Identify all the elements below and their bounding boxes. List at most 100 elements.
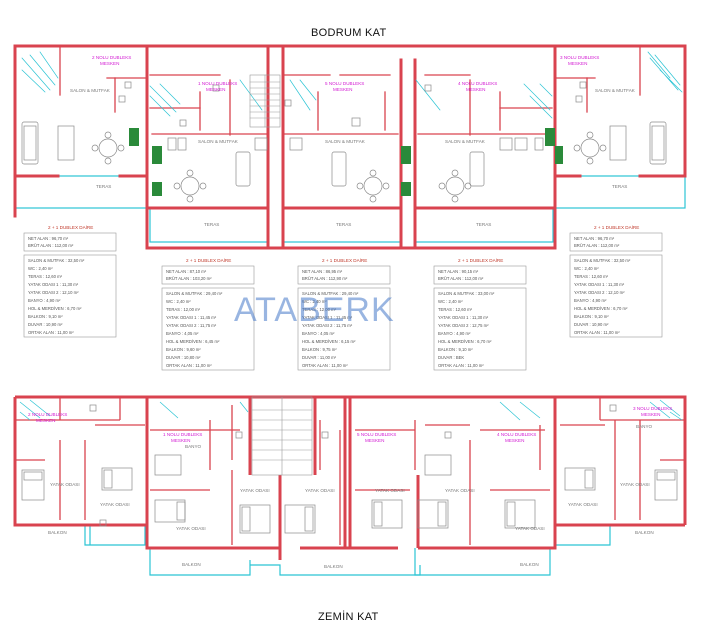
unit-label: MESKEN [171, 438, 190, 443]
room-label: SALON & MUTFAK [445, 139, 486, 144]
svg-text:2 + 1 DUBLEX DAİRE: 2 + 1 DUBLEX DAİRE [186, 257, 231, 263]
room-label: TERAS [96, 184, 111, 189]
basement-stairs [21, 51, 683, 119]
basement-floor-title: BODRUM KAT [311, 27, 387, 39]
svg-text:YATAK ODASI 2 : 12,10 m²: YATAK ODASI 2 : 12,10 m² [28, 290, 79, 295]
unit-label: MESKEN [36, 418, 55, 423]
room-label: YATAK ODASI [515, 526, 545, 531]
svg-text:YATAK ODASI 1 : 11,45 m²: YATAK ODASI 1 : 11,45 m² [302, 315, 353, 320]
svg-text:HOL & MERDİVEN : 6,70 m²: HOL & MERDİVEN : 6,70 m² [574, 306, 628, 311]
svg-text:YATAK ODASI 1 : 11,30 m²: YATAK ODASI 1 : 11,30 m² [438, 315, 489, 320]
area-table-4: 2 + 1 DUBLEX DAİRE NET ALAN : 90,15 m² B… [433, 257, 527, 371]
svg-text:SALON & MUTFAK : 32,50 m²: SALON & MUTFAK : 32,50 m² [28, 258, 85, 263]
unit-label: 1 NOLU DUBLEKS [198, 81, 237, 86]
svg-text:YATAK ODASI 2 : 12,75 m²: YATAK ODASI 2 : 12,75 m² [438, 323, 489, 328]
svg-text:BRÜT ALAN : 112,90 m²: BRÜT ALAN : 112,90 m² [302, 276, 348, 281]
room-label: TERAS [612, 184, 627, 189]
svg-text:DUVAR : 10,90 m²: DUVAR : 10,90 m² [28, 322, 63, 327]
room-label: YATAK ODASI [50, 482, 80, 487]
ground-walls [13, 395, 687, 560]
svg-text:BALKON : 9,60 m²: BALKON : 9,60 m² [166, 347, 201, 352]
area-table-3: 2 + 1 DUBLEX DAİRE NET ALAN : 86,95 m² B… [297, 257, 391, 371]
svg-text:BANYO : 4,05 m²: BANYO : 4,05 m² [302, 331, 335, 336]
svg-text:YATAK ODASI 2 : 11,75 m²: YATAK ODASI 2 : 11,75 m² [302, 323, 353, 328]
svg-text:2 + 1 DUBLEX DAİRE: 2 + 1 DUBLEX DAİRE [594, 224, 639, 230]
svg-text:YATAK ODASI 1 : 11,45 m²: YATAK ODASI 1 : 11,45 m² [166, 315, 217, 320]
room-label: TERAS [204, 222, 219, 227]
svg-text:HOL & MERDİVEN : 6,70 m²: HOL & MERDİVEN : 6,70 m² [438, 339, 492, 344]
svg-text:TERAS : 12,00 m²: TERAS : 12,00 m² [166, 307, 201, 312]
svg-text:HOL & MERDİVEN : 6,70 m²: HOL & MERDİVEN : 6,70 m² [28, 306, 82, 311]
svg-text:DUVAR : 10,90 m²: DUVAR : 10,90 m² [574, 322, 609, 327]
ground-inner-walls [15, 397, 685, 545]
unit-label: MESKEN [568, 61, 587, 66]
room-label: SALON & MUTFAK [198, 139, 239, 144]
basement-room-labels: SALON & MUTFAK SALON & MUTFAK SALON & MU… [70, 88, 636, 227]
room-label: YATAK ODASI [375, 488, 405, 493]
svg-text:ORTAK ALAN : 11,00 m²: ORTAK ALAN : 11,00 m² [28, 330, 74, 335]
svg-text:YATAK ODASI 1 : 11,30 m²: YATAK ODASI 1 : 11,30 m² [574, 282, 625, 287]
basement-furniture [21, 81, 667, 203]
svg-text:NET ALAN : 87,10 m²: NET ALAN : 87,10 m² [166, 269, 207, 274]
room-label: BALKON [182, 562, 201, 567]
svg-text:YATAK ODASI 2 : 11,75 m²: YATAK ODASI 2 : 11,75 m² [166, 323, 217, 328]
svg-text:BALKON : 9,10 m²: BALKON : 9,10 m² [574, 314, 609, 319]
basement-inner-walls [59, 45, 641, 136]
svg-text:WC : 2,40 m²: WC : 2,40 m² [28, 266, 53, 271]
room-label: YATAK ODASI [445, 488, 475, 493]
unit-label: 4 NOLU DUBLEKS [497, 432, 536, 437]
room-label: TERAS [336, 222, 351, 227]
room-label: BALKON [324, 564, 343, 569]
area-table-2: 2 + 1 DUBLEX DAİRE NET ALAN : 87,10 m² B… [161, 257, 255, 371]
room-label: BALKON [48, 530, 67, 535]
room-label: SALON & MUTFAK [325, 139, 366, 144]
area-table-1: 2 + 1 DUBLEX DAİRE NET ALAN : 96,70 m² B… [23, 224, 117, 338]
basement-plan [13, 44, 687, 250]
unit-label: MESKEN [333, 87, 352, 92]
svg-text:TERAS : 12,00 m²: TERAS : 12,00 m² [302, 307, 337, 312]
svg-text:WC : 2,40 m²: WC : 2,40 m² [574, 266, 599, 271]
basement-unit-labels: 2 NOLU DUBLEKS MESKEN 1 NOLU DUBLEKS MES… [92, 55, 599, 92]
svg-text:2 + 1 DUBLEX DAİRE: 2 + 1 DUBLEX DAİRE [48, 224, 93, 230]
svg-text:ORTAK ALAN : 11,00 m²: ORTAK ALAN : 11,00 m² [166, 363, 212, 368]
room-label: YATAK ODASI [568, 502, 598, 507]
unit-label: MESKEN [206, 87, 225, 92]
basement-kitchens [129, 128, 563, 196]
unit-label: 4 NOLU DUBLEKS [458, 81, 497, 86]
unit-label: MESKEN [365, 438, 384, 443]
svg-text:BANYO : 4,05 m²: BANYO : 4,05 m² [166, 331, 199, 336]
ground-center-stair [251, 396, 313, 476]
unit-label: 3 NOLU DUBLEKS [633, 406, 672, 411]
svg-text:BRÜT ALAN : 112,00 m²: BRÜT ALAN : 112,00 m² [574, 243, 620, 248]
unit-label: 2 NOLU DUBLEKS [92, 55, 131, 60]
svg-text:DUVAR : 10,80 m²: DUVAR : 10,80 m² [166, 355, 201, 360]
svg-text:YATAK ODASI 2 : 12,10 m²: YATAK ODASI 2 : 12,10 m² [574, 290, 625, 295]
room-label: SALON & MUTFAK [595, 88, 636, 93]
unit-label: 1 NOLU DUBLEKS [163, 432, 202, 437]
svg-text:HOL & MERDİVEN : 6,15 m²: HOL & MERDİVEN : 6,15 m² [302, 339, 356, 344]
room-label: YATAK ODASI [100, 502, 130, 507]
area-table-5: 2 + 1 DUBLEX DAİRE NET ALAN : 96,70 m² B… [569, 224, 663, 338]
unit-label: MESKEN [505, 438, 524, 443]
svg-text:BRÜT ALAN : 112,00 m²: BRÜT ALAN : 112,00 m² [438, 276, 484, 281]
unit-label: MESKEN [466, 87, 485, 92]
unit-label: MESKEN [641, 412, 660, 417]
ground-unit-labels: 2 NOLU DUBLEKS MESKEN 1 NOLU DUBLEKS MES… [28, 406, 672, 443]
basement-walls [13, 44, 687, 250]
svg-text:BANYO : 4,90 m²: BANYO : 4,90 m² [438, 331, 471, 336]
svg-text:BANYO : 4,90 m²: BANYO : 4,90 m² [28, 298, 61, 303]
svg-text:BALKON : 9,10 m²: BALKON : 9,10 m² [28, 314, 63, 319]
svg-text:BALKON : 9,10 m²: BALKON : 9,10 m² [438, 347, 473, 352]
ground-furniture [21, 404, 678, 534]
svg-text:ORTAK ALAN : 11,00 m²: ORTAK ALAN : 11,00 m² [574, 330, 620, 335]
svg-text:BALKON : 9,75 m²: BALKON : 9,75 m² [302, 347, 337, 352]
room-label: YATAK ODASI [176, 526, 206, 531]
watermark-logo: ATABERK [234, 291, 395, 329]
room-label: YATAK ODASI [305, 488, 335, 493]
svg-text:2 + 1 DUBLEX DAİRE: 2 + 1 DUBLEX DAİRE [322, 257, 367, 263]
svg-text:BRÜT ALAN : 103,20 m²: BRÜT ALAN : 103,20 m² [166, 276, 212, 281]
svg-text:WC : 2,40 m²: WC : 2,40 m² [166, 299, 191, 304]
svg-text:2 + 1 DUBLEX DAİRE: 2 + 1 DUBLEX DAİRE [458, 257, 503, 263]
svg-text:SALON & MUTFAK : 29,40 m²: SALON & MUTFAK : 29,40 m² [302, 291, 359, 296]
